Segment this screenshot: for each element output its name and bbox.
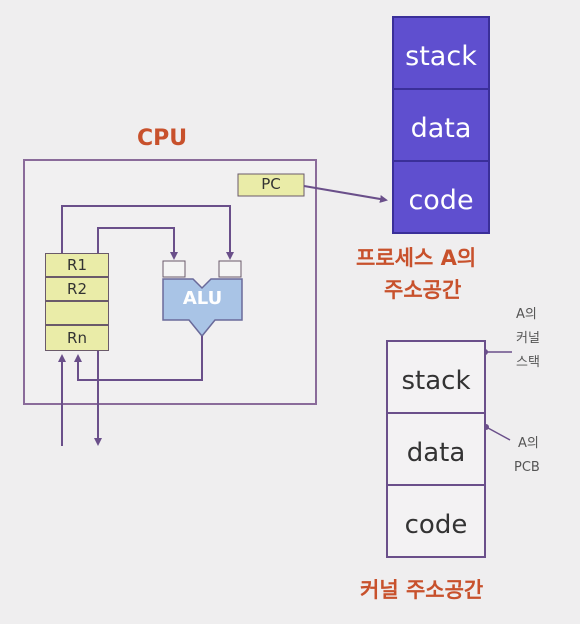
process-stack-label: stack (405, 41, 477, 72)
kernel-code-label: code (404, 510, 468, 540)
alu-input-left (162, 260, 186, 278)
process-code-label: code (408, 185, 474, 216)
wire-r1-to-alu-left (97, 227, 178, 260)
register-r2: R2 (45, 277, 109, 301)
kernel-stack-note-1: A의 (516, 307, 537, 322)
pcb-pointer (487, 427, 511, 441)
wire-alu-to-rn (74, 336, 203, 381)
cpu-title: CPU (137, 126, 188, 151)
kernel-data-label: data (406, 438, 466, 468)
process-code-segment: code (392, 160, 490, 234)
pcb-note-2: PCB (514, 460, 540, 475)
register-r1: R1 (45, 253, 109, 277)
pc-to-code-arrow (303, 185, 388, 203)
kernel-stack-label: stack (401, 366, 471, 396)
alu-input-right (218, 260, 242, 278)
register-blank (45, 301, 109, 325)
process-caption-line1: 프로세스 A의 (356, 246, 477, 270)
register-rn: Rn (45, 325, 109, 351)
pcb-note-1: A의 (518, 436, 539, 451)
pc-label: PC (261, 175, 281, 193)
kernel-stack-segment: stack (386, 340, 486, 414)
wire-r1-to-alu-right (61, 205, 234, 260)
kernel-stack-note-3: 스택 (516, 355, 540, 370)
kernel-data-segment: data (386, 412, 486, 486)
process-caption-line2: 주소공간 (384, 278, 462, 302)
process-data-segment: data (392, 88, 490, 162)
pc-register (237, 173, 305, 197)
process-stack-segment: stack (392, 16, 490, 90)
alu-label: ALU (182, 288, 223, 309)
kernel-caption: 커널 주소공간 (360, 578, 484, 602)
kernel-code-segment: code (386, 484, 486, 558)
alu-shape (162, 278, 243, 338)
process-data-label: data (410, 113, 472, 144)
kernel-stack-note-2: 커널 (516, 331, 540, 346)
